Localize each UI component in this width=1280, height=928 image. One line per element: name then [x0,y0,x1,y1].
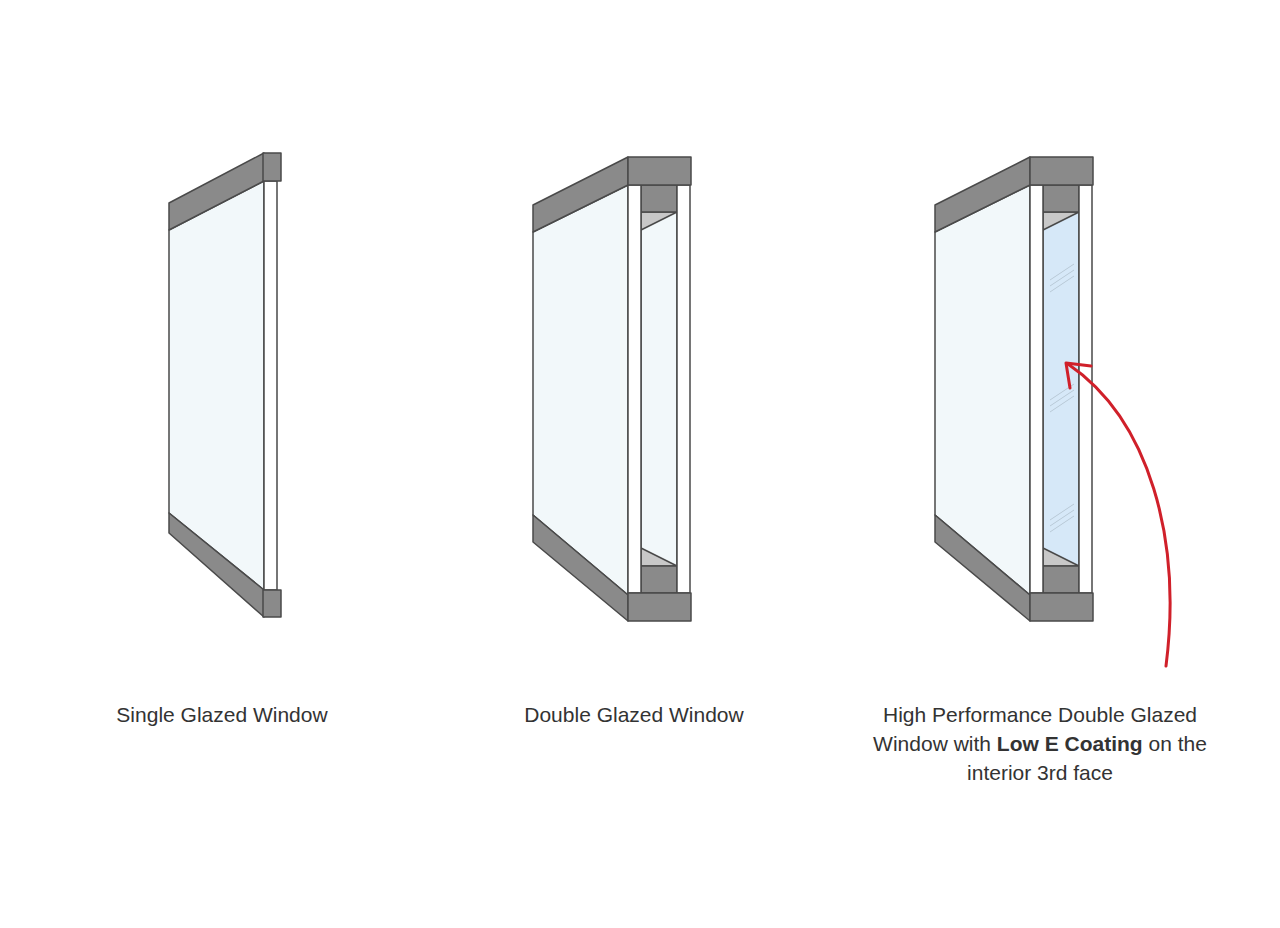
caption: Single Glazed Window [62,700,382,729]
low-e-double-glazed-window [935,157,1093,621]
single-glazed-window [169,153,281,617]
caption: High Performance Double Glazed Window wi… [855,700,1225,787]
pointer-arrow [1066,363,1170,666]
caption: Double Glazed Window [474,700,794,729]
double-glazed-window [533,157,691,621]
emphasis-text: Low E Coating [997,732,1143,755]
caption-text: Single Glazed Window [116,703,327,726]
caption-text: Double Glazed Window [524,703,743,726]
